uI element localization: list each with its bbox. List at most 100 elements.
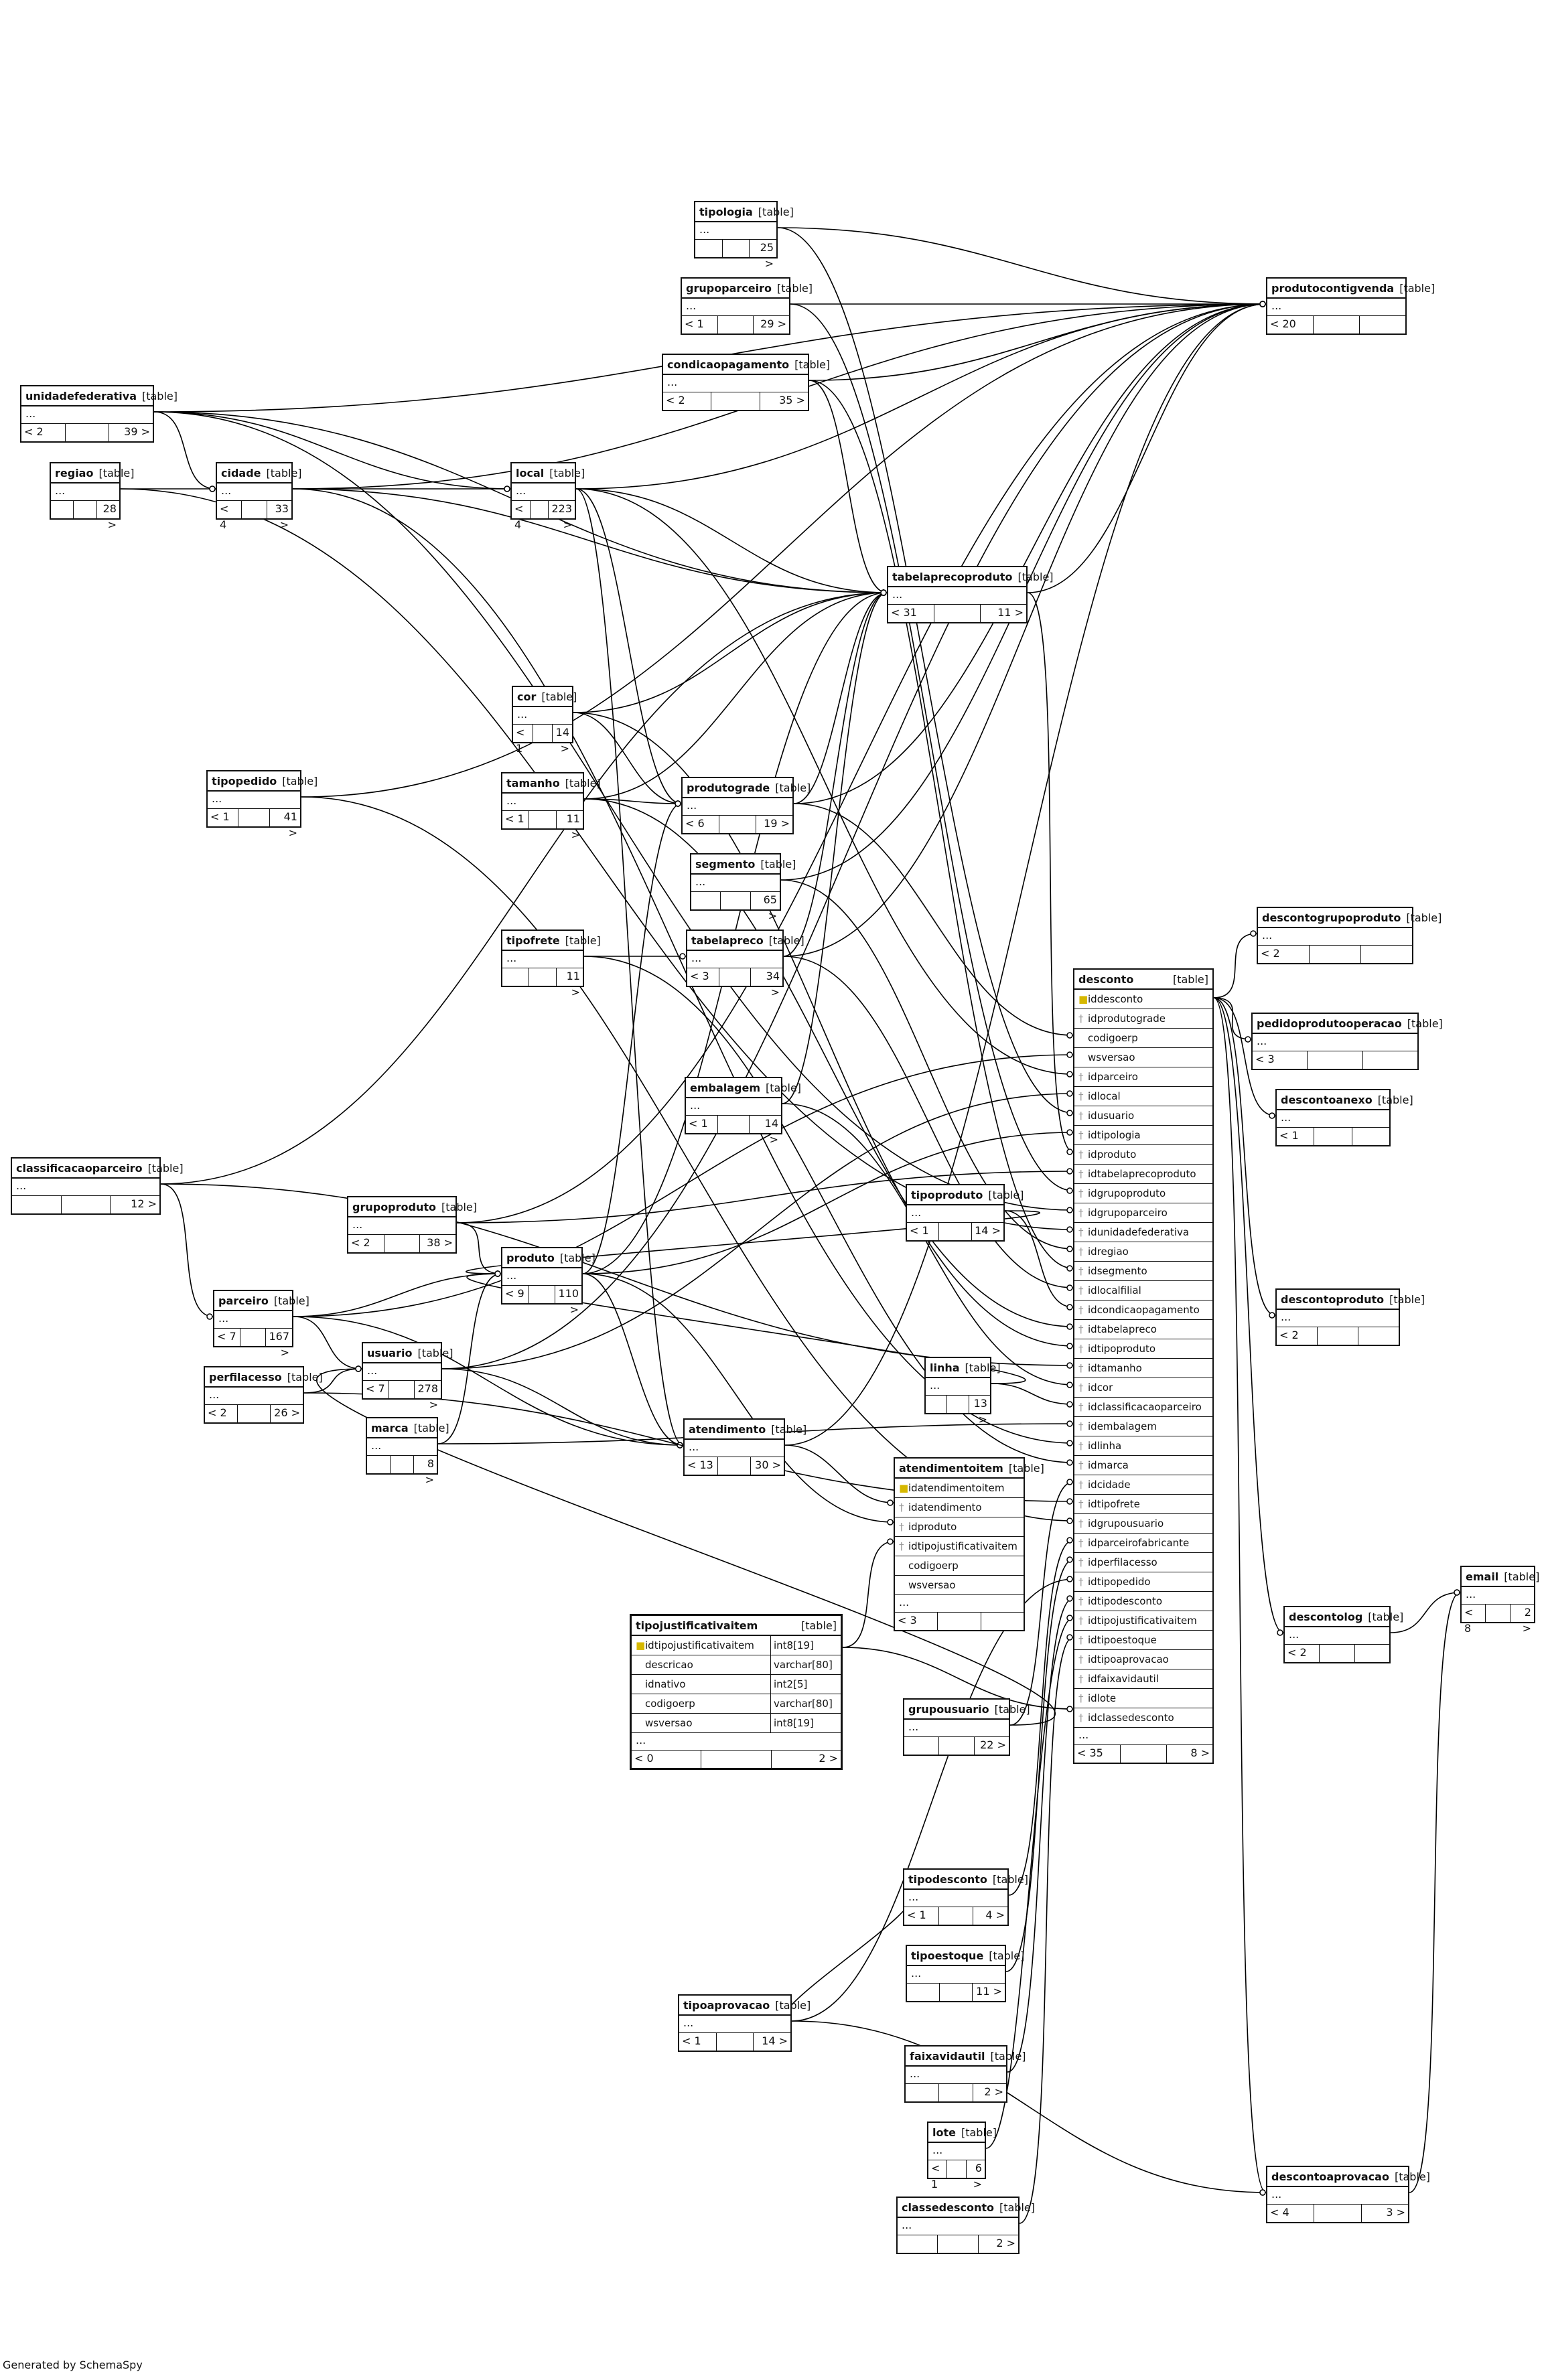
children-count[interactable]: 14 > [975, 1224, 1001, 1237]
parents-count[interactable]: < 7 [363, 1381, 389, 1398]
children-count[interactable]: 35 > [779, 394, 805, 406]
children-count[interactable]: 11 > [976, 1985, 1002, 1998]
column-row[interactable]: †idcondicaopagamento [1074, 1300, 1212, 1320]
parents-count[interactable]: < 1 [208, 809, 239, 826]
parents-count[interactable]: < 4 [217, 501, 242, 531]
parents-count[interactable]: < 1 [907, 1223, 940, 1240]
table-marca[interactable]: marca[table]...8 > [366, 1417, 449, 1486]
children-count[interactable] [1352, 1128, 1389, 1145]
parents-count[interactable]: < 2 [663, 392, 712, 410]
children-count[interactable]: 2 > [984, 2085, 1003, 2098]
table-regiao[interactable]: regiao[table]...28 > [50, 462, 134, 531]
table-tipojustificativaitem[interactable]: tipojustificativaitem[table]■idtipojusti… [630, 1614, 843, 1770]
children-count[interactable] [1358, 1327, 1399, 1345]
children-count[interactable]: 25 > [760, 241, 774, 270]
children-count[interactable]: 167 > [269, 1330, 290, 1359]
table-linha[interactable]: linha[table]...13 > [924, 1357, 1001, 1426]
column-row[interactable]: †idtipofrete [1074, 1495, 1212, 1514]
parents-count[interactable] [12, 1196, 62, 1213]
children-count[interactable]: 12 > [131, 1197, 157, 1210]
column-row[interactable]: †idgrupousuario [1074, 1514, 1212, 1534]
column-row[interactable]: †idusuario [1074, 1106, 1212, 1126]
column-row[interactable]: †idlocal [1074, 1087, 1212, 1106]
column-row[interactable]: †idprodutograde [1074, 1009, 1212, 1029]
parents-count[interactable]: < 3 [687, 968, 719, 986]
children-count[interactable]: 28 > [102, 502, 117, 531]
column-row[interactable]: †idlote [1074, 1689, 1212, 1708]
parents-count[interactable] [695, 240, 723, 257]
children-count[interactable] [1355, 1645, 1389, 1662]
column-row[interactable]: †idclassificacaoparceiro [1074, 1398, 1212, 1417]
children-count[interactable]: 38 > [427, 1236, 453, 1249]
children-count[interactable]: 65 > [763, 893, 777, 922]
parents-count[interactable]: < 9 [502, 1286, 529, 1303]
parents-count[interactable]: < 7 [214, 1329, 240, 1346]
children-count[interactable]: 22 > [980, 1738, 1006, 1751]
parents-count[interactable]: < 2 [205, 1405, 238, 1422]
children-count[interactable] [1361, 946, 1412, 963]
column-row[interactable]: codigoerp [895, 1556, 1024, 1576]
parents-count[interactable]: < 2 [348, 1235, 384, 1252]
column-row[interactable]: codigoerp [1074, 1029, 1212, 1048]
children-count[interactable]: 34 > [766, 970, 780, 998]
children-count[interactable]: 29 > [760, 317, 787, 330]
children-count[interactable]: 2 > [819, 1752, 838, 1765]
children-count[interactable]: 223 > [551, 502, 573, 531]
parents-count[interactable]: < 1 [513, 725, 533, 755]
table-desconto[interactable]: desconto[table]■iddesconto†idprodutograd… [1073, 968, 1214, 1764]
parents-count[interactable]: < 1 [904, 1907, 939, 1925]
parents-count[interactable]: < 1 [928, 2160, 948, 2190]
children-count[interactable]: 14 > [555, 726, 570, 755]
column-row[interactable]: †idtamanho [1074, 1359, 1212, 1378]
table-descontoanexo[interactable]: descontoanexo[table]...< 1 [1275, 1089, 1413, 1146]
column-row[interactable]: wsversao [1074, 1048, 1212, 1067]
column-row[interactable]: †idcor [1074, 1378, 1212, 1398]
children-count[interactable]: 11 > [566, 812, 580, 841]
column-row[interactable]: †idtipoaprovacao [1074, 1650, 1212, 1669]
parents-count[interactable]: < 2 [1285, 1645, 1320, 1662]
children-count[interactable]: 14 > [764, 1117, 779, 1146]
parents-count[interactable]: < 2 [21, 424, 66, 441]
column-row[interactable]: †idgrupoproduto [1074, 1184, 1212, 1203]
children-count[interactable]: 19 > [764, 817, 790, 830]
parents-count[interactable]: < 1 [1277, 1128, 1315, 1145]
column-row[interactable]: †idtipoestoque [1074, 1631, 1212, 1650]
children-count[interactable]: 8 > [1190, 1746, 1210, 1759]
column-row[interactable]: †idtipojustificativaitem [895, 1537, 1024, 1556]
table-descontoproduto[interactable]: descontoproduto[table]...< 2 [1275, 1288, 1425, 1346]
children-count[interactable]: 2 > [1522, 1606, 1531, 1635]
children-count[interactable]: 4 > [985, 1909, 1005, 1921]
children-count[interactable]: 11 > [997, 606, 1024, 619]
parents-count[interactable]: < 8 [1462, 1605, 1486, 1635]
parents-count[interactable]: < 3 [895, 1613, 938, 1630]
parents-count[interactable]: < 20 [1267, 316, 1314, 333]
children-count[interactable]: 30 > [755, 1459, 782, 1471]
table-produtocontigvenda[interactable]: produtocontigvenda[table]...< 20 [1266, 277, 1435, 335]
parents-count[interactable] [367, 1456, 391, 1473]
parents-count[interactable] [898, 2235, 938, 2253]
parents-count[interactable]: < 1 [679, 2033, 717, 2051]
children-count[interactable] [1360, 316, 1405, 333]
column-row[interactable]: †idtabelapreco [1074, 1320, 1212, 1339]
column-row[interactable]: †idregiao [1074, 1242, 1212, 1262]
children-count[interactable]: 110 > [558, 1287, 579, 1316]
column-row[interactable]: wsversao [895, 1576, 1024, 1595]
parents-count[interactable] [502, 968, 530, 986]
children-count[interactable]: 13 > [973, 1397, 987, 1426]
